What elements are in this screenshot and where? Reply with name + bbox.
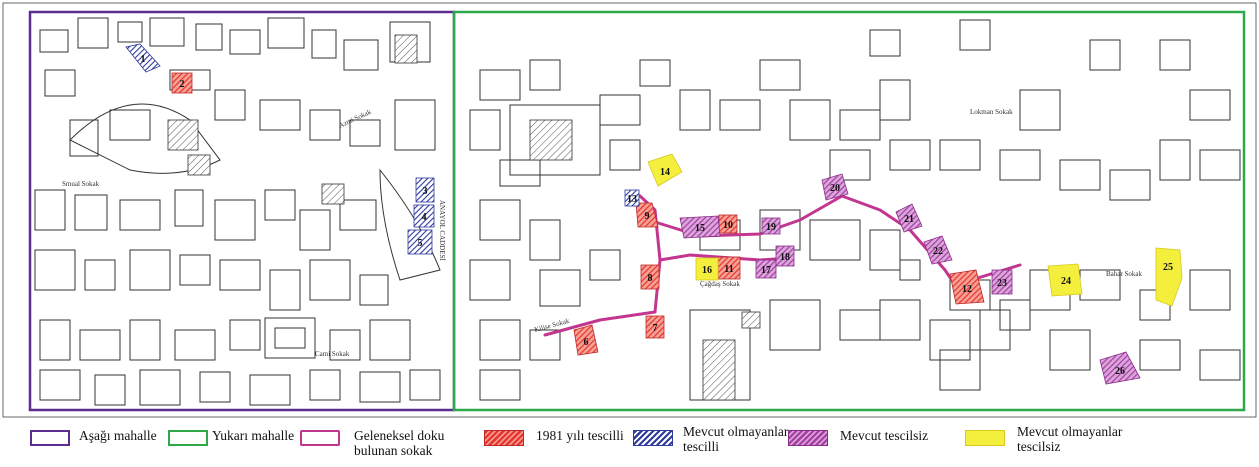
parcel-label: 4 bbox=[422, 212, 427, 223]
parcel-19 bbox=[761, 217, 781, 235]
legend-label-magenta: Mevcut tescilsiz bbox=[840, 428, 929, 443]
parcel-22 bbox=[923, 235, 953, 265]
parcel-label: 2 bbox=[180, 79, 185, 90]
legend-swatch-yellow bbox=[965, 430, 1005, 446]
legend-label-lower: Aşağı mahalle bbox=[79, 428, 157, 443]
legend-item-yellow: Mevcut olmayanlar tescilsiz bbox=[965, 424, 1122, 454]
parcel-2 bbox=[171, 72, 193, 94]
parcel-label: 26 bbox=[1115, 366, 1125, 377]
parcel-20 bbox=[821, 173, 849, 201]
parcel-label: 19 bbox=[766, 222, 776, 233]
street-label: ANAYOL CADDESİ bbox=[438, 200, 446, 261]
parcel-24 bbox=[1047, 263, 1083, 297]
legend-item-street: Geleneksel doku bulunan sokak bbox=[300, 428, 444, 458]
street-label: Cami Sokak bbox=[315, 350, 350, 358]
legend-item-blue: Mevcut olmayanlar tescilli bbox=[633, 424, 788, 454]
legend-swatch-blue bbox=[633, 430, 673, 446]
parcel-numbers: 1 2 3 4 5 6 7 8 9 10 11 12 13 14 15 16 1… bbox=[141, 54, 1174, 377]
parcel-21 bbox=[895, 203, 923, 233]
parcel-23 bbox=[991, 269, 1013, 295]
street-label: Çağdaş Sokak bbox=[700, 280, 740, 288]
parcel-16 bbox=[695, 257, 719, 281]
parcel-label: 1 bbox=[141, 54, 146, 65]
parcel-26 bbox=[1099, 351, 1141, 385]
legend-item-upper: Yukarı mahalle bbox=[168, 428, 294, 446]
legend-swatch-street bbox=[300, 430, 340, 446]
parcel-14 bbox=[647, 153, 683, 187]
parcel-17 bbox=[755, 259, 777, 279]
parcel-label: 11 bbox=[724, 264, 733, 275]
parcel-13 bbox=[624, 189, 640, 207]
parcel-label: 18 bbox=[780, 252, 790, 263]
map-canvas: Azmi Sokak Smual Sokak Cami Sokak Çağdaş… bbox=[2, 2, 1257, 418]
parcel-5 bbox=[407, 229, 433, 255]
parcel-8 bbox=[640, 264, 660, 290]
parcel-label: 9 bbox=[645, 211, 650, 222]
parcel-25 bbox=[1155, 247, 1183, 307]
parcel-1 bbox=[125, 43, 161, 73]
parcel-label: 7 bbox=[653, 323, 658, 334]
legend-swatch-red bbox=[484, 430, 524, 446]
parcel-label: 13 bbox=[627, 194, 637, 205]
parcel-label: 23 bbox=[997, 278, 1007, 289]
legend-label-street: Geleneksel doku bulunan sokak bbox=[354, 428, 445, 458]
parcel-12 bbox=[949, 269, 985, 305]
legend-label-upper: Yukarı mahalle bbox=[212, 428, 295, 443]
parcel-label: 24 bbox=[1061, 276, 1071, 287]
landmark-hatch bbox=[167, 34, 761, 401]
legend-label-red: 1981 yılı tescilli bbox=[536, 428, 624, 443]
street-label: Bahar Sokak bbox=[1106, 270, 1142, 278]
parcel-6 bbox=[573, 324, 599, 356]
legend-item-red: 1981 yılı tescilli bbox=[484, 428, 624, 446]
parcel-18 bbox=[775, 245, 795, 267]
legend-swatch-lower bbox=[30, 430, 70, 446]
parcel-label: 6 bbox=[584, 337, 589, 348]
parcel-7 bbox=[645, 315, 665, 339]
parcel-label: 17 bbox=[761, 265, 771, 276]
parcel-label: 15 bbox=[695, 223, 705, 234]
legend-item-magenta: Mevcut tescilsiz bbox=[788, 428, 928, 446]
parcel-label: 14 bbox=[660, 167, 670, 178]
parcel-label: 22 bbox=[933, 246, 943, 257]
parcel-15 bbox=[679, 215, 721, 239]
parcel-label: 8 bbox=[648, 273, 653, 284]
street-label: Smual Sokak bbox=[62, 180, 100, 188]
legend-swatch-magenta bbox=[788, 430, 828, 446]
parcel-label: 25 bbox=[1163, 262, 1173, 273]
parcel-9 bbox=[635, 202, 659, 228]
legend-item-lower: Aşağı mahalle bbox=[30, 428, 157, 446]
legend-label-blue: Mevcut olmayanlar tescilli bbox=[683, 424, 789, 454]
street-label: Lokman Sokak bbox=[970, 108, 1013, 116]
parcel-label: 21 bbox=[904, 214, 914, 225]
legend-swatch-upper bbox=[168, 430, 208, 446]
parcel-4 bbox=[413, 204, 435, 228]
parcel-label: 16 bbox=[702, 265, 712, 276]
parcel-3 bbox=[415, 177, 435, 203]
parcel-label: 5 bbox=[418, 238, 423, 249]
map-legend: Aşağı mahalle Yukarı mahalle Geleneksel … bbox=[0, 420, 1259, 467]
upper-neighbourhood-frame bbox=[452, 10, 1246, 412]
parcel-label: 12 bbox=[962, 284, 972, 295]
parcels bbox=[125, 43, 1183, 385]
parcel-label: 20 bbox=[830, 183, 840, 194]
legend-label-yellow: Mevcut olmayanlar tescilsiz bbox=[1017, 424, 1123, 454]
parcel-label: 10 bbox=[723, 220, 733, 231]
parcel-label: 3 bbox=[423, 186, 428, 197]
